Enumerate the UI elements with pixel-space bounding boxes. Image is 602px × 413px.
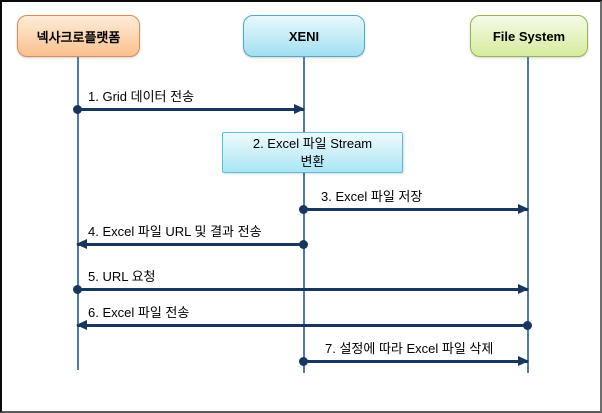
actor-nexacro-platform: 넥사크로플랫폼 [17,15,140,57]
actor-label: 넥사크로플랫폼 [36,29,121,45]
message-7: 7. 설정에 따라 Excel 파일 삭제 [299,337,529,366]
origin-dot-icon [73,105,82,114]
origin-dot-icon [299,240,308,249]
origin-dot-icon [523,321,532,330]
message-5: 5. URL 요청 [73,265,529,294]
message-arrow-line [76,239,308,249]
message-label: 5. URL 요청 [88,269,156,284]
message-arrow-line [299,204,529,214]
lifeline-nexacro-platform [77,57,79,370]
self-action-box: 2. Excel 파일 Stream 변환 [222,132,403,173]
message-label: 1. Grid 데이터 전송 [88,89,195,104]
message-label: 3. Excel 파일 저장 [321,189,423,204]
actor-label: XENI [288,28,320,44]
arrowhead-icon [518,204,529,214]
message-label: 7. 설정에 따라 Excel 파일 삭제 [325,341,494,356]
message-1: 1. Grid 데이터 전송 [73,85,305,114]
arrowhead-icon [76,239,87,249]
arrowhead-icon [76,320,87,330]
message-6: 6. Excel 파일 전송 [76,301,532,330]
actor-file-system: File System [470,15,588,57]
message-arrow-line [299,356,529,366]
arrowhead-icon [518,356,529,366]
lifeline-xeni [303,57,305,373]
lifeline-file-system [527,57,529,373]
message-arrow-line [73,104,305,114]
arrowhead-icon [294,104,305,114]
origin-dot-icon [299,357,308,366]
origin-dot-icon [73,285,82,294]
message-arrow-line [76,320,532,330]
message-4: 4. Excel 파일 URL 및 결과 전송 [76,220,308,249]
message-label: 4. Excel 파일 URL 및 결과 전송 [88,224,262,239]
origin-dot-icon [299,205,308,214]
message-label: 6. Excel 파일 전송 [88,305,190,320]
arrowhead-icon [518,284,529,294]
actor-xeni: XENI [243,15,365,57]
actor-label: File System [492,28,566,44]
message-arrow-line [73,284,529,294]
message-3: 3. Excel 파일 저장 [299,185,529,214]
